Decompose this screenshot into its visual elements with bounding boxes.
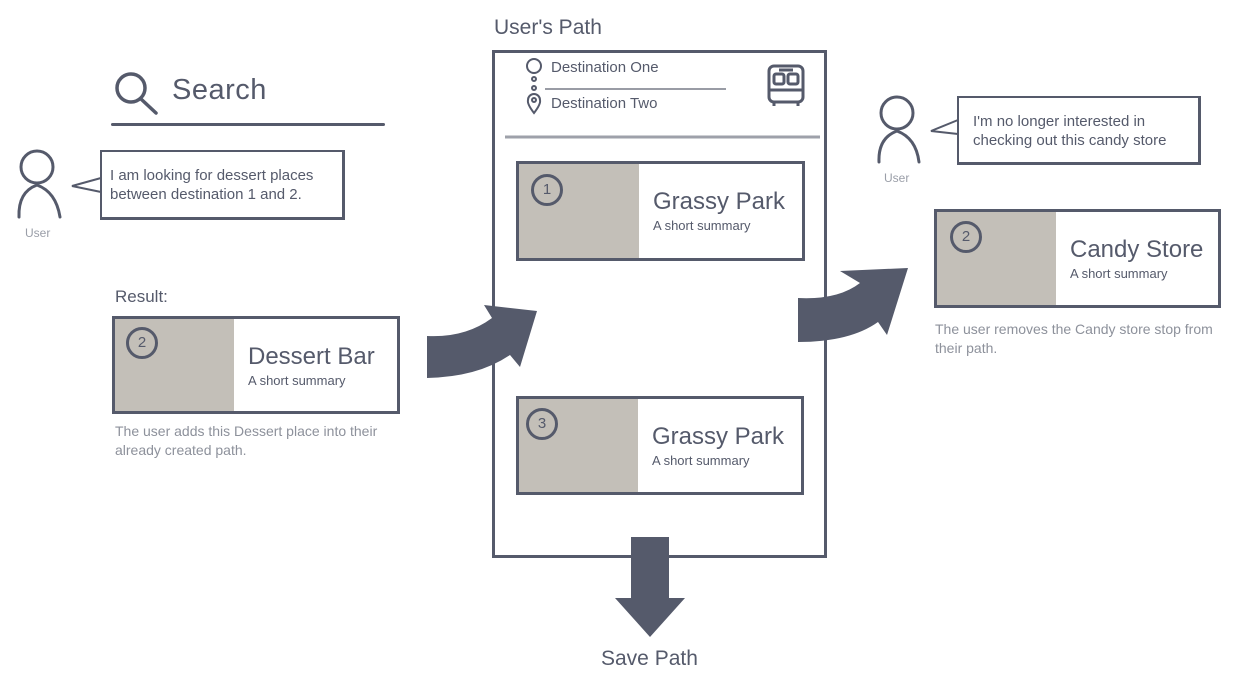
user-icon bbox=[877, 95, 921, 164]
path-stop-card[interactable]: 1 Grassy Park A short summary bbox=[516, 161, 805, 261]
search-label[interactable]: Search bbox=[172, 74, 267, 106]
card-thumbnail: 2 bbox=[937, 212, 1056, 305]
result-caption: The user adds this Dessert place into th… bbox=[115, 423, 378, 458]
card-title: Grassy Park bbox=[653, 188, 786, 215]
bus-icon bbox=[767, 64, 805, 106]
card-thumbnail: 2 bbox=[115, 319, 234, 411]
removal-caption: The user removes the Candy store stop fr… bbox=[935, 321, 1213, 356]
path-title: User's Path bbox=[494, 16, 602, 39]
card-thumbnail: 3 bbox=[519, 399, 638, 492]
speech-text: I am looking for dessert places between … bbox=[110, 167, 314, 203]
arrow-icon bbox=[615, 537, 685, 637]
destination-two[interactable]: Destination Two bbox=[551, 95, 658, 112]
search-icon bbox=[115, 72, 158, 115]
speech-bubble: I am looking for dessert places between … bbox=[100, 150, 345, 220]
stop-number-badge: 3 bbox=[526, 408, 558, 440]
speech-text: I'm no longer interested in checking out… bbox=[973, 113, 1167, 149]
user-caption: User bbox=[25, 226, 51, 240]
destination-one[interactable]: Destination One bbox=[551, 59, 659, 76]
card-title: Grassy Park bbox=[652, 423, 785, 450]
result-card-dessert-bar[interactable]: 2 Dessert Bar A short summary bbox=[112, 316, 400, 414]
result-label: Result: bbox=[115, 287, 168, 306]
user-caption: User bbox=[884, 171, 910, 185]
speech-tail bbox=[930, 119, 959, 135]
candy-store-card[interactable]: 2 Candy Store A short summary bbox=[934, 209, 1221, 308]
stop-number-badge: 1 bbox=[531, 174, 563, 206]
card-summary: A short summary bbox=[248, 373, 346, 388]
save-path-button[interactable]: Save Path bbox=[601, 647, 698, 670]
path-stop-card[interactable]: 3 Grassy Park A short summary bbox=[516, 396, 804, 495]
card-summary: A short summary bbox=[1070, 266, 1168, 281]
speech-tail bbox=[71, 177, 102, 193]
card-thumbnail: 1 bbox=[519, 164, 639, 258]
origin-circle-icon bbox=[526, 58, 542, 91]
speech-bubble: I'm no longer interested in checking out… bbox=[957, 96, 1201, 165]
card-title: Dessert Bar bbox=[248, 343, 375, 370]
stop-number-badge: 2 bbox=[950, 221, 982, 253]
location-pin-icon bbox=[526, 93, 542, 115]
path-phone-frame bbox=[492, 50, 827, 558]
arrow-icon bbox=[427, 305, 537, 378]
stop-number-badge: 2 bbox=[126, 327, 158, 359]
card-title: Candy Store bbox=[1070, 236, 1204, 263]
card-summary: A short summary bbox=[653, 218, 751, 233]
user-icon bbox=[17, 149, 62, 219]
card-summary: A short summary bbox=[652, 453, 750, 468]
search-underline bbox=[111, 123, 385, 126]
